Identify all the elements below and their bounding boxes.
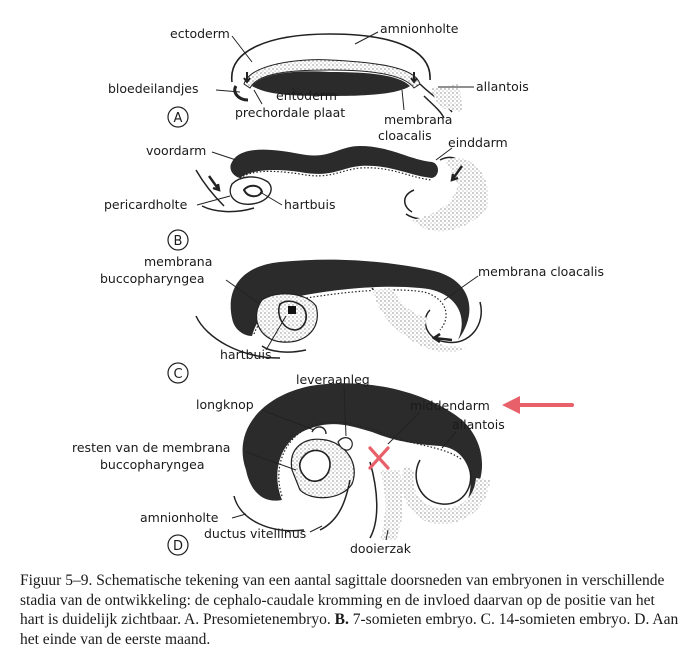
panel-d: leveraanleg longknop middendarm resten v… — [72, 372, 574, 556]
leader-hartbuis-c — [265, 315, 287, 351]
panel-letter-b: B — [174, 234, 183, 249]
red-x-mark — [368, 446, 390, 470]
head-fold-c — [195, 315, 307, 359]
label-prechordale-plaat: prechordale plaat — [235, 105, 345, 120]
label-longknop: longknop — [196, 397, 254, 412]
liver-bud — [337, 437, 353, 451]
gut-tube-b — [230, 146, 438, 178]
leader-membrana-cloacalis-c — [443, 275, 479, 301]
leader-ectoderm — [231, 35, 253, 63]
amnion-outline — [231, 33, 431, 83]
red-arrow — [502, 396, 574, 414]
heart-tube-c — [278, 300, 308, 331]
pericardial-cavity — [229, 176, 272, 205]
label-buccopharyngea-c: buccopharyngea — [100, 271, 205, 286]
body-wall-c — [230, 259, 470, 340]
caption-prefix: Figuur 5–9. Schematische tekening van ee… — [20, 572, 665, 628]
heart-core-c — [288, 306, 296, 314]
label-amnionholte: amnionholte — [380, 21, 459, 36]
label-ectoderm: ectoderm — [170, 26, 230, 41]
leader-dooierzak — [385, 529, 389, 541]
label-allantois-d: allantois — [452, 417, 505, 432]
gut-lining-c — [253, 289, 447, 335]
label-entoderm: entoderm — [276, 88, 337, 103]
leader-amnionholte — [354, 31, 379, 45]
label-membrana-cloacalis-c: membrana cloacalis — [478, 264, 604, 279]
leader-prechordale — [253, 89, 263, 105]
arrow-right-b — [450, 165, 463, 182]
panel-letter-d: D — [173, 539, 183, 554]
label-bloedeilandjes: bloedeilandjes — [108, 81, 199, 96]
label-ductus-vitellinus: ductus vitellinus — [204, 526, 306, 541]
label-allantois: allantois — [476, 79, 529, 94]
arrow-left-b — [208, 175, 221, 192]
leader-resten — [245, 451, 297, 471]
blood-island-left — [233, 85, 249, 102]
panel-letter-circle-a — [167, 106, 189, 128]
dotted-mesoderm-b — [412, 158, 489, 232]
label-resten-line2: buccopharyngea — [100, 457, 205, 472]
leader-bloedeilandjes — [215, 89, 241, 93]
label-middendarm: middendarm — [410, 398, 490, 413]
panel-a: ectoderm amnionholte bloedeilandjes ento… — [108, 21, 529, 143]
caption-b-text: 7-somieten embryo. C. 14-somieten embryo… — [20, 611, 679, 648]
yolk-stalk-dots — [380, 470, 403, 540]
label-dooierzak: dooierzak — [350, 541, 412, 556]
label-resten-line1: resten van de membrana — [72, 440, 230, 455]
arrow-c — [431, 332, 453, 344]
leader-entoderm — [291, 87, 301, 96]
leader-longknop — [261, 409, 315, 431]
leader-voordarm — [211, 151, 237, 161]
label-einddarm: einddarm — [448, 135, 508, 150]
label-cloacalis: cloacalis — [378, 128, 432, 143]
leader-buccopharyngea — [225, 279, 261, 305]
arrow-left-a — [243, 72, 251, 84]
label-hartbuis-c: hartbuis — [220, 347, 271, 362]
leader-allantois-d — [441, 431, 457, 449]
panel-letter-circle-c — [167, 362, 189, 384]
heart-tube-d — [298, 449, 331, 482]
dotted-mesoderm-right — [430, 84, 462, 112]
leader-ductus — [309, 525, 323, 533]
body-wall-d — [242, 383, 483, 504]
panel-b: voordarm einddarm pericardholte hartbuis… — [104, 135, 508, 251]
leader-membrana-cloacalis — [401, 89, 405, 111]
panel-c: membrana buccopharyngea membrana cloacal… — [100, 254, 604, 384]
lung-bud — [311, 426, 327, 435]
label-membrana: membrana — [384, 112, 452, 127]
label-hartbuis-b: hartbuis — [284, 197, 335, 212]
dotted-mesoderm-d — [401, 466, 490, 524]
leader-middendarm — [387, 411, 421, 445]
heart-tube-b — [242, 184, 264, 198]
arrow-right-a — [410, 72, 418, 84]
panel-letter-circle-d — [167, 534, 189, 556]
label-leveraanleg: leveraanleg — [296, 372, 370, 387]
head-fold-b — [195, 169, 255, 213]
entoderm-layer — [252, 71, 410, 96]
gut-lining-d — [278, 421, 463, 497]
panel-letter-c: C — [173, 367, 182, 382]
leader-pericardholte — [196, 195, 231, 206]
ductus-vitellinus — [319, 461, 378, 539]
panel-letter-a: A — [174, 111, 183, 126]
dotted-mesoderm-c — [372, 288, 466, 353]
caption-b-marker: B. — [334, 611, 349, 628]
leader-hartbuis-b — [259, 191, 283, 206]
amnion-outline-d — [233, 495, 305, 532]
label-pericardholte: pericardholte — [104, 197, 188, 212]
leader-einddarm — [435, 147, 453, 161]
label-membrana-c: membrana — [144, 254, 212, 269]
gut-lining-b — [239, 167, 433, 181]
leader-amnionholte-d — [231, 513, 247, 519]
label-voordarm: voordarm — [146, 143, 206, 158]
panel-letter-circle-b — [167, 229, 189, 251]
figure-caption: Figuur 5–9. Schematische tekening van ee… — [20, 571, 680, 649]
leader-leveraanleg — [343, 385, 347, 437]
label-amnionholte-d: amnionholte — [140, 510, 219, 525]
